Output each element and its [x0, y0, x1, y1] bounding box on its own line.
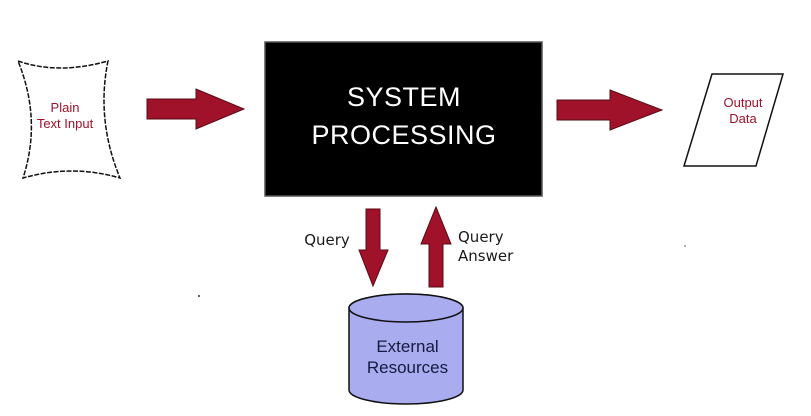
arrow-query-down: [358, 208, 389, 288]
input-tape-shape: [16, 59, 122, 180]
input-label: Plain Text Input: [22, 100, 108, 133]
system-label: SYSTEM PROCESSING: [266, 78, 542, 155]
answer-label-line1: Query: [458, 228, 504, 246]
answer-label-line2: Answer: [458, 246, 514, 265]
arrow-system-to-output: [556, 89, 664, 131]
stray-dot: [684, 245, 686, 247]
system-processing-box: [264, 41, 543, 197]
output-data-shape: [682, 73, 785, 167]
arrow-answer-up: [420, 205, 452, 288]
cylinder-top-ellipse: [348, 293, 464, 323]
external-label: External Resources: [350, 336, 465, 379]
output-label-line1: Output: [723, 95, 763, 110]
external-label-line2: Resources: [366, 358, 449, 378]
arrow-input-to-system: [146, 88, 246, 130]
answer-edge-label: Query Answer: [458, 228, 513, 266]
input-label-line1: Plain: [50, 100, 80, 115]
output-label-line2: Data: [729, 111, 757, 127]
external-label-line1: External: [376, 337, 439, 356]
query-edge-label: Query: [304, 231, 350, 249]
output-label: Output Data: [704, 95, 782, 128]
stray-dot: [198, 295, 200, 297]
system-label-line1: SYSTEM: [346, 82, 462, 112]
system-label-line2: PROCESSING: [311, 120, 497, 151]
input-label-line2: Text Input: [36, 116, 94, 132]
